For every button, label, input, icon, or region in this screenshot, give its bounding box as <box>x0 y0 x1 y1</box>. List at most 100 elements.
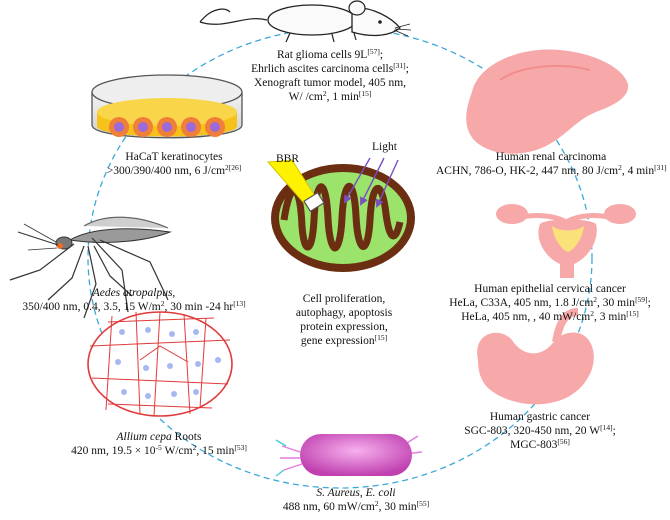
reference-superscript: [31] <box>393 61 406 70</box>
reference-superscript: 2 <box>322 89 327 98</box>
center-line-text: autophagy, apoptosis <box>295 307 393 319</box>
light-label: Light <box>372 141 397 153</box>
center-line-text: Cell proliferation, <box>302 293 386 305</box>
label-text: Roots <box>171 431 202 443</box>
label-text: ; <box>379 49 384 61</box>
label-line: ACHN, 786-O, HK-2, 447 nm, 80 J/cm2, 4 m… <box>436 163 667 178</box>
label-line: 350/400 nm, 0.4, 3.5, 15 W/m2, 30 min -2… <box>4 300 264 314</box>
label-text: >300/390/400 nm, 6 J/cm <box>106 165 226 177</box>
species-name: S. Aureus, E. coli <box>316 487 396 499</box>
reference-superscript: 2 <box>618 163 622 172</box>
bbr-label: BBR <box>276 153 300 165</box>
center-description: Cell proliferation, autophagy, apoptosis p… <box>282 292 406 348</box>
uterus-icon <box>496 204 636 278</box>
label-text: HeLa, C33A, 405 nm, 1.8 J/cm <box>449 297 594 309</box>
label-line: Human epithelial cervical cancer <box>430 282 670 296</box>
label-line: 420 nm, 19.5 × 10-5 W/cm2, 15 min[53] <box>44 444 274 458</box>
reference-superscript: [56] <box>557 437 570 446</box>
label-line: Human gastric cancer <box>440 410 640 424</box>
label-text: , 30 min <box>597 297 636 309</box>
reference-superscript: 2 <box>225 163 229 172</box>
stomach-icon <box>477 308 594 405</box>
reference-superscript: [15] <box>626 309 639 318</box>
reference-superscript: [31] <box>654 163 667 172</box>
label-line: W/ /cm2, 1 min[15] <box>230 90 430 104</box>
label-text: , 1 min <box>326 91 359 103</box>
label-text: 488 nm, 60 mW/cm <box>282 501 375 513</box>
reference-superscript: 2 <box>590 309 594 318</box>
light-arrows-icon <box>343 157 399 208</box>
label-line: >300/390/400 nm, 6 J/cm2[26] <box>84 164 264 178</box>
label-text: Xenograft tumor model, 405 nm, <box>253 77 407 89</box>
label-line: Human renal carcinoma <box>436 150 666 164</box>
label-line: 488 nm, 60 mW/cm2, 30 min[55] <box>256 500 456 514</box>
label-text: Human gastric cancer <box>489 411 591 423</box>
label-text: 420 nm, 19.5 × 10 <box>71 445 156 457</box>
label-text: , 30 min -24 hr <box>164 301 234 313</box>
aedes-atropalpus-label: Aedes atropalpus,350/400 nm, 0.4, 3.5, 1… <box>4 286 264 314</box>
reference-superscript: [57] <box>367 47 380 56</box>
label-text: ; <box>647 297 651 309</box>
label-line: HeLa, C33A, 405 nm, 1.8 J/cm2, 30 min[59… <box>430 296 670 310</box>
center-line: autophagy, apoptosis <box>282 306 406 320</box>
label-line: Allium cepa Roots <box>44 430 274 444</box>
species-name: Aedes atropalpus, <box>92 287 176 299</box>
reference-superscript: [15] <box>374 333 388 342</box>
reference-superscript: [53] <box>234 443 247 452</box>
label-text: Ehrlich ascites carcinoma cells <box>251 63 394 75</box>
reference-superscript: 2 <box>160 299 165 308</box>
hacat-label: HaCaT keratinocytes>300/390/400 nm, 6 J/… <box>84 150 264 178</box>
center-line: Cell proliferation, <box>282 292 406 306</box>
reference-superscript: 2 <box>374 499 379 508</box>
reference-superscript: [13] <box>233 299 246 308</box>
center-line: protein expression, <box>282 320 406 334</box>
petri-dish-icon <box>91 74 243 139</box>
label-line: MGC-803[56] <box>440 438 640 452</box>
reference-superscript: [14] <box>600 423 613 432</box>
label-line: Rat glioma cells 9L[57]; <box>230 48 430 62</box>
kidney-icon <box>466 49 629 154</box>
label-text: ; <box>612 425 616 437</box>
center-line-text: gene expression <box>300 335 375 347</box>
mosquito-icon <box>9 216 172 319</box>
reference-superscript: [55] <box>416 499 430 508</box>
reference-superscript: [59] <box>635 295 648 304</box>
label-text: Human renal carcinoma <box>495 151 607 163</box>
reference-superscript: 2 <box>593 295 598 304</box>
reference-superscript: -5 <box>155 443 162 452</box>
center-line-text: protein expression, <box>300 321 388 333</box>
allium-cells-icon <box>87 311 233 417</box>
label-text: Rat glioma cells 9L <box>276 49 368 61</box>
reference-superscript: [15] <box>358 89 372 98</box>
label-text: HeLa, 405 nm, , 40 mW/cm <box>461 311 591 323</box>
reference-superscript: [26] <box>228 163 242 172</box>
reference-superscript: 2 <box>192 443 197 452</box>
label-line: HeLa, 405 nm, , 40 mW/cm2, 3 min[15] <box>430 310 670 324</box>
label-line: Aedes atropalpus, <box>4 286 264 300</box>
label-line: SGC-803, 320-450 nm, 20 W[14]; <box>440 424 640 438</box>
label-line: HaCaT keratinocytes <box>84 150 264 164</box>
label-text: 350/400 nm, 0.4, 3.5, 15 W/m <box>22 301 161 313</box>
label-text: HaCaT keratinocytes <box>125 151 223 163</box>
label-text: , 4 min <box>621 165 655 177</box>
label-text: ; <box>405 63 409 75</box>
label-text: , 30 min <box>378 501 417 513</box>
species-name: Allium cepa <box>116 431 172 443</box>
label-line: Xenograft tumor model, 405 nm, <box>230 76 430 90</box>
rat-icon <box>199 0 412 43</box>
label-text: , 3 min <box>594 311 627 323</box>
label-text: W/cm <box>161 445 193 457</box>
bbr-beam-icon <box>266 159 325 213</box>
bacterium-icon <box>275 434 423 477</box>
label-line: Ehrlich ascites carcinoma cells[31]; <box>230 62 430 76</box>
label-text: SGC-803, 320-450 nm, 20 W <box>464 425 601 437</box>
rat-glioma-label: Rat glioma cells 9L[57];Ehrlich ascites … <box>230 48 430 104</box>
label-line: S. Aureus, E. coli <box>256 486 456 500</box>
center-line: gene expression[15] <box>282 334 406 348</box>
